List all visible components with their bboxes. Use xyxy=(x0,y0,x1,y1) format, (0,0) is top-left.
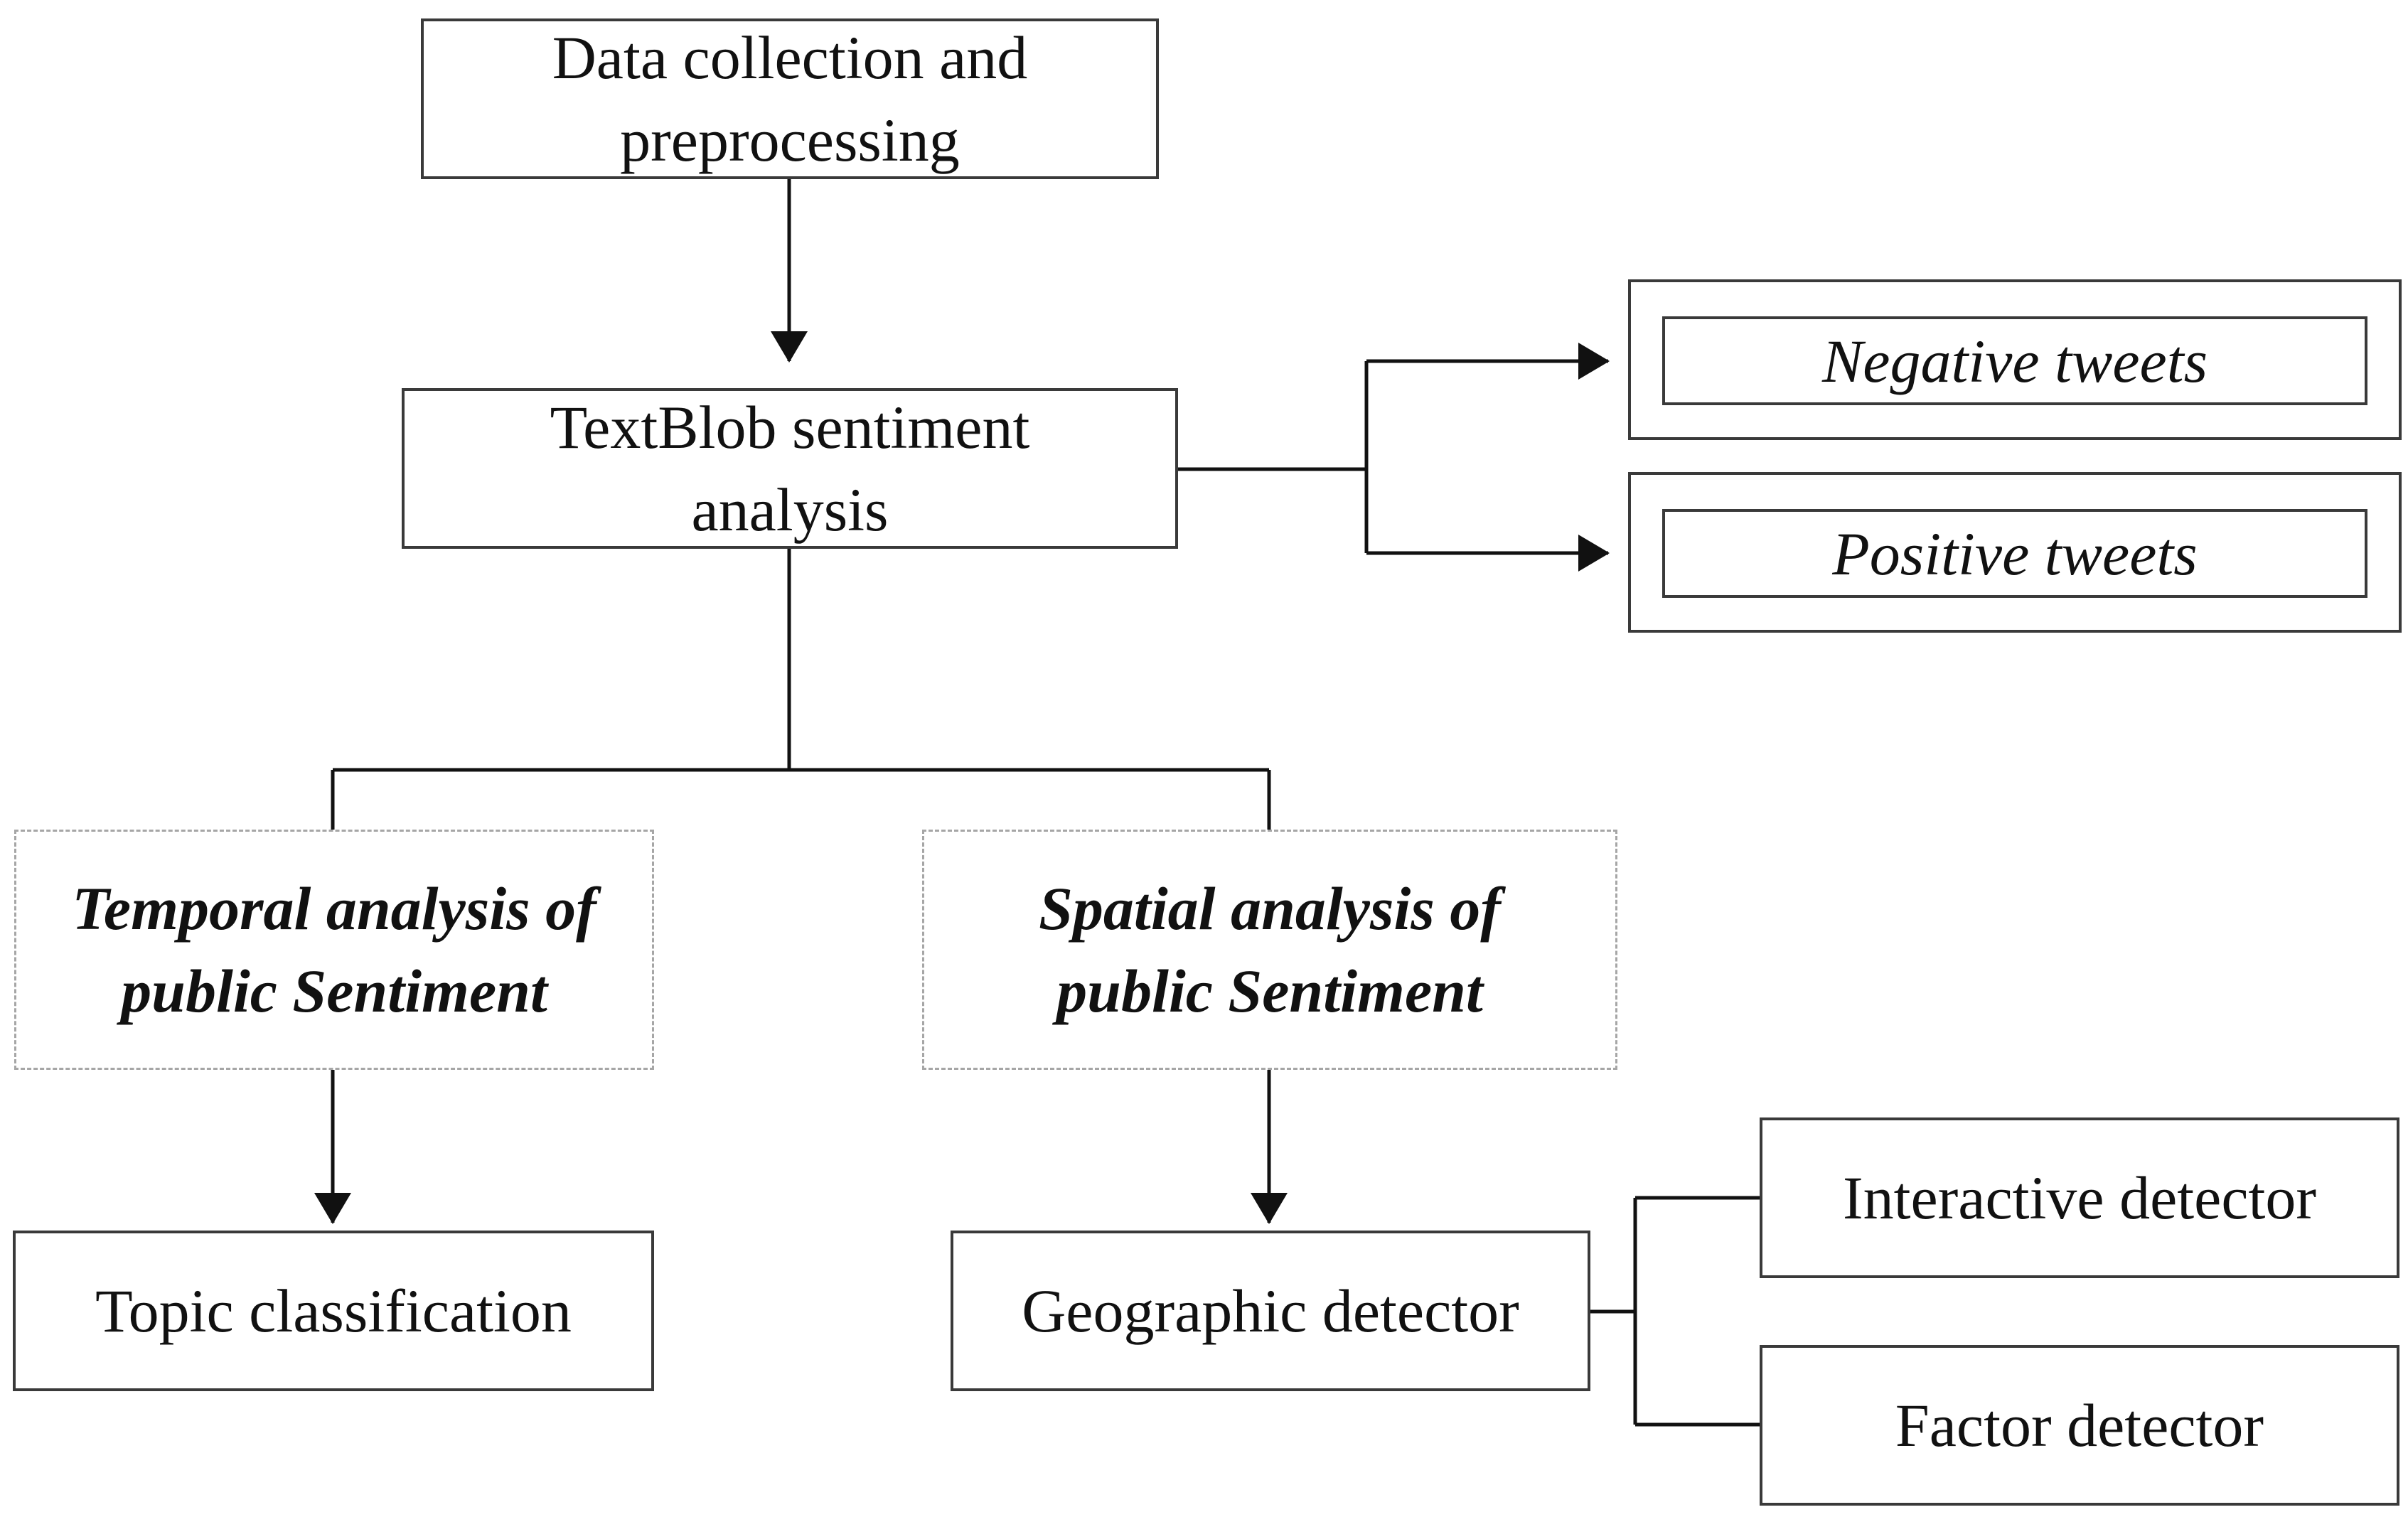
temporal-analysis-box: Temporal analysis of public Sentiment xyxy=(14,830,654,1070)
interactive-detector-box: Interactive detector xyxy=(1760,1117,2399,1278)
textblob-box: TextBlob sentiment analysis xyxy=(402,388,1178,549)
topic-classification-label: Topic classification xyxy=(95,1277,572,1345)
factor-detector-label: Factor detector xyxy=(1895,1391,2264,1459)
data-collection-label: Data collection and preprocessing xyxy=(552,23,1028,174)
data-collection-box: Data collection and preprocessing xyxy=(421,18,1159,179)
factor-detector-box: Factor detector xyxy=(1760,1345,2399,1506)
geographic-detector-box: Geographic detector xyxy=(951,1231,1590,1391)
negative-inner-box: Negative tweets xyxy=(1662,316,2367,405)
interactive-detector-label: Interactive detector xyxy=(1842,1164,2317,1232)
textblob-label: TextBlob sentiment analysis xyxy=(550,393,1030,544)
topic-classification-box: Topic classification xyxy=(13,1231,654,1391)
temporal-analysis-label: Temporal analysis of public Sentiment xyxy=(72,874,596,1025)
positive-label: Positive tweets xyxy=(1832,519,2198,588)
spatial-analysis-box: Spatial analysis of public Sentiment xyxy=(922,830,1617,1070)
spatial-analysis-label: Spatial analysis of public Sentiment xyxy=(1039,874,1501,1025)
positive-inner-box: Positive tweets xyxy=(1662,509,2367,598)
geographic-detector-label: Geographic detector xyxy=(1022,1277,1519,1345)
negative-label: Negative tweets xyxy=(1821,326,2208,395)
